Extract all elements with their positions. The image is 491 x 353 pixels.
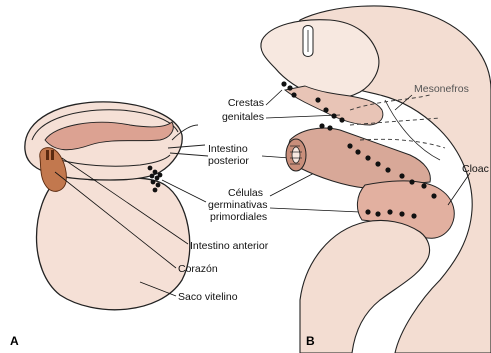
- germ-cell: [148, 166, 153, 171]
- germ-cell: [151, 180, 156, 185]
- germ-cell: [375, 161, 380, 166]
- germ-cell: [347, 143, 352, 148]
- germ-cell: [315, 97, 320, 102]
- germ-cell: [365, 209, 370, 214]
- germ-cell: [409, 179, 414, 184]
- leader-cloaca: [448, 173, 470, 205]
- label-foregut: Intestino anterior: [190, 240, 269, 252]
- label-germ-cells-2: germinativas: [208, 199, 268, 211]
- germ-cell: [385, 167, 390, 172]
- germ-cell: [281, 81, 286, 86]
- germ-cell: [158, 173, 163, 178]
- germ-cell: [387, 209, 392, 214]
- yolk-sac-shape: [37, 176, 190, 310]
- germ-cell: [331, 113, 336, 118]
- hindgut-tube-shape: [288, 128, 430, 188]
- germ-cell: [399, 173, 404, 178]
- leader-germ-b2: [270, 208, 360, 212]
- panel-b-embryo: [261, 6, 491, 353]
- label-mesonephros: Mesonefros: [414, 83, 469, 95]
- label-heart: Corazón: [178, 263, 218, 275]
- label-hindgut: Intestino: [208, 143, 248, 155]
- label-genital-ridges-2: genitales: [222, 111, 264, 123]
- leader-genital-ridges-1: [266, 90, 282, 105]
- label-germ-cells-1: Células: [228, 187, 263, 199]
- heart-tube-1: [46, 150, 49, 160]
- germ-cell: [156, 183, 161, 188]
- label-yolk-sac: Saco vitelino: [178, 291, 238, 303]
- germ-cell: [375, 211, 380, 216]
- germ-cell: [421, 183, 426, 188]
- germ-cell: [153, 170, 158, 175]
- germ-cell: [365, 155, 370, 160]
- germ-cell: [323, 107, 328, 112]
- hindgut-lumen: [292, 147, 300, 163]
- germ-cell: [319, 123, 324, 128]
- germ-cell: [355, 149, 360, 154]
- label-b: B: [306, 334, 315, 348]
- germ-cell: [411, 213, 416, 218]
- neural-tube-top-shape: [261, 20, 379, 99]
- label-hindgut-2: posterior: [208, 155, 249, 167]
- germ-cell: [327, 125, 332, 130]
- label-germ-cells-3: primordiales: [210, 211, 267, 223]
- germ-cell: [431, 193, 436, 198]
- label-a: A: [10, 334, 19, 348]
- label-genital-ridges-1: Crestas: [228, 97, 264, 109]
- germ-cell: [150, 174, 155, 179]
- germ-cell: [291, 92, 296, 97]
- label-cloaca: Cloac: [462, 163, 489, 175]
- germ-cell: [339, 117, 344, 122]
- panel-a-embryo: [25, 102, 208, 310]
- heart-tube-2: [51, 150, 54, 160]
- germ-cell: [399, 211, 404, 216]
- germ-cell: [287, 85, 292, 90]
- germ-cell: [153, 188, 158, 193]
- leader-genital-ridges-2: [266, 115, 340, 118]
